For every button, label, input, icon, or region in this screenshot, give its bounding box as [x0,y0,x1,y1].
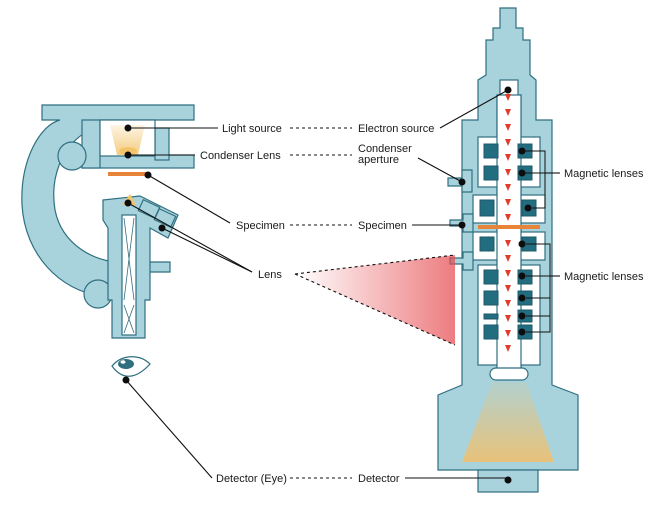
label-condenser-aperture: Condenser aperture [358,143,415,166]
label-specimen-right: Specimen [358,220,407,232]
label-detector: Detector [358,473,400,485]
eye-icon [111,356,151,377]
electron-beam [505,94,511,352]
label-specimen-left: Specimen [236,220,285,232]
specimen-holder-right [478,225,540,229]
specimen-slide-left [108,172,150,176]
label-magnetic-lenses-lower: Magnetic lenses [564,271,644,283]
label-light-source: Light source [222,123,282,135]
lens-comparison-cone [295,255,455,345]
label-magnetic-lenses-upper: Magnetic lenses [564,168,644,180]
electron-microscope [437,7,579,493]
label-detector-eye: Detector (Eye) [216,473,287,485]
label-lens: Lens [258,269,282,281]
light-microscope [21,104,195,377]
label-condenser-lens: Condenser Lens [200,150,281,162]
label-electron-source: Electron source [358,123,434,135]
